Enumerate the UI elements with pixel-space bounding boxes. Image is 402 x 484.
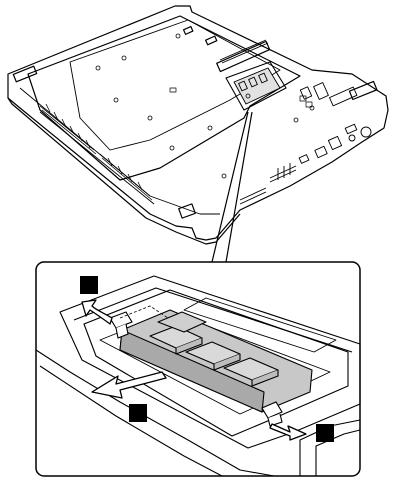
zoom-leader-lines <box>212 112 252 262</box>
laptop-body-outline <box>8 6 388 240</box>
laptop-side-face <box>8 98 240 244</box>
laptop-bottom-view <box>8 6 388 244</box>
rubber-foot-left <box>13 66 36 82</box>
detail-view <box>36 262 360 476</box>
vent-grille-left <box>40 104 152 200</box>
memory-module-small <box>234 68 280 104</box>
callout-3 <box>316 424 334 442</box>
callout-1 <box>80 276 98 294</box>
callout-2 <box>129 404 147 422</box>
